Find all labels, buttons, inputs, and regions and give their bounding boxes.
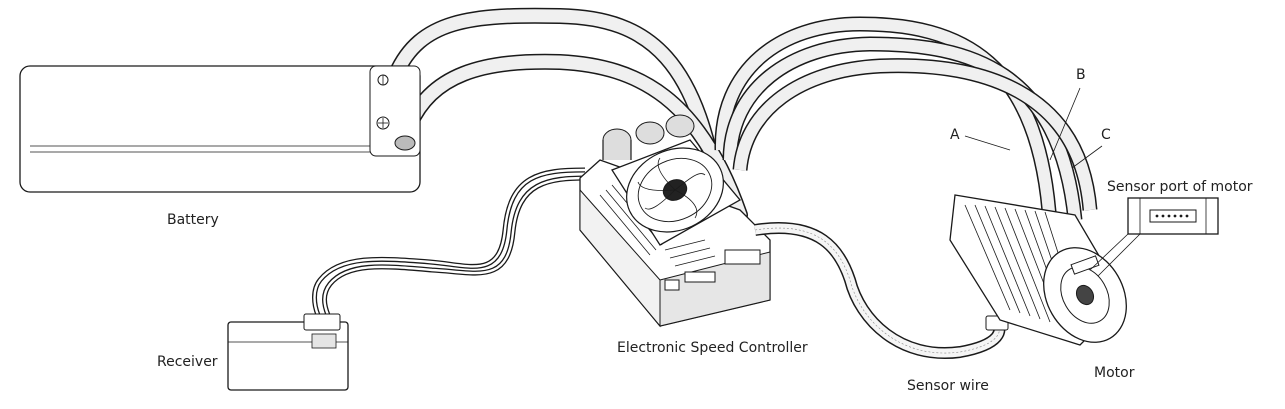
motor-label: Motor [1094,365,1135,381]
sensor-wire-label: Sensor wire [907,378,989,394]
battery [19,65,421,193]
signal-cable [312,167,589,316]
sensor-port-label: Sensor port of motor [1107,179,1253,195]
battery-wires [388,7,748,223]
phase-b-label: B [1076,67,1086,83]
receiver-label: Receiver [157,354,218,370]
esc-label: Electronic Speed Controller [617,340,808,356]
motor [949,194,1127,346]
receiver [227,313,349,391]
phase-c-label: C [1101,127,1111,143]
sensor-port-inset [1089,197,1219,277]
esc [579,114,771,328]
motor-phase-wires [714,16,1098,226]
phase-a-label: A [950,127,960,143]
phase-leader-lines [964,87,1103,169]
battery-label: Battery [167,212,219,228]
sensor-ribbon-cable [754,222,1009,360]
